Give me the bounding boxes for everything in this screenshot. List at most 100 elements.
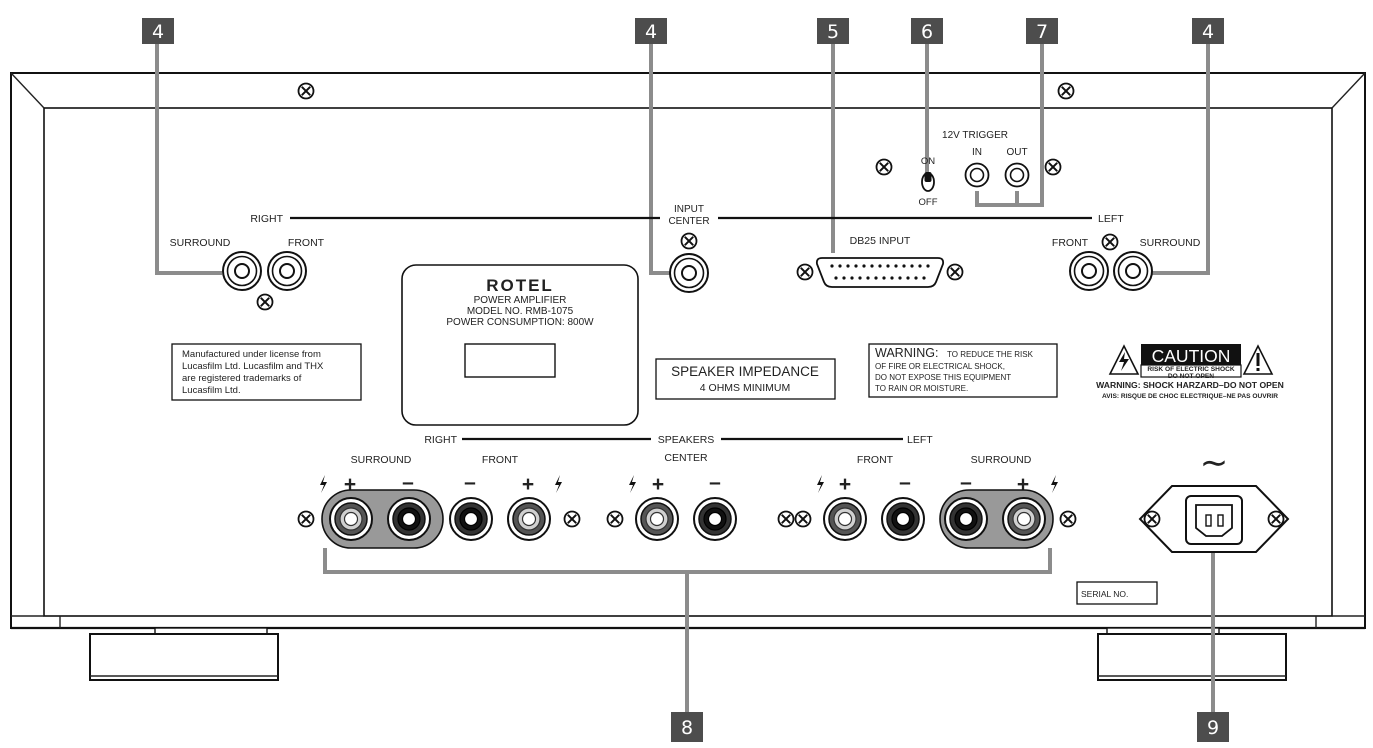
screw-icon (794, 510, 812, 528)
input-section: RIGHT LEFT INPUT CENTER SURROUND FRONT F… (170, 204, 1201, 311)
svg-text:SURROUND: SURROUND (170, 237, 231, 249)
binding-post-center-plus[interactable] (635, 497, 679, 541)
svg-text:4: 4 (1202, 21, 1214, 43)
callout-9: 9 (1197, 712, 1229, 742)
svg-text:SPEAKERS: SPEAKERS (658, 434, 715, 446)
svg-text:–: – (402, 471, 414, 494)
lightning-warning-icon (1108, 344, 1140, 375)
db25-pin (914, 276, 918, 280)
svg-text:SURROUND: SURROUND (971, 454, 1032, 466)
svg-text:4 OHMS MINIMUM: 4 OHMS MINIMUM (700, 382, 790, 394)
db25-pin (854, 264, 858, 268)
rca-center-input[interactable] (669, 253, 709, 293)
ac-inlet[interactable]: ∼ (1138, 444, 1290, 553)
svg-text:5: 5 (827, 21, 839, 43)
screw-icon (946, 263, 964, 281)
db25-pin (838, 264, 842, 268)
rca-right-surround-input[interactable] (222, 251, 262, 291)
db25-pin (830, 264, 834, 268)
binding-post-right-front-minus[interactable] (449, 497, 493, 541)
svg-text:FRONT: FRONT (1052, 237, 1089, 249)
db25-input[interactable]: DB25 INPUT (796, 235, 964, 288)
rca-left-surround-input[interactable] (1113, 251, 1153, 291)
db25-pin (878, 264, 882, 268)
callout-5: 5 (817, 18, 849, 44)
rotel-label-plate: ROTEL POWER AMPLIFIER MODEL NO. RMB-1075… (401, 264, 639, 426)
input-label: INPUT (674, 204, 704, 215)
db25-pin (842, 276, 846, 280)
input-left-label: LEFT (1098, 213, 1124, 225)
trigger-out-jack[interactable] (1004, 162, 1030, 188)
svg-text:CENTER: CENTER (664, 452, 708, 464)
screw-icon (1059, 510, 1077, 528)
speaker-section: RIGHT SPEAKERS LEFT SURROUND FRONT CENTE… (297, 434, 1077, 549)
screw-icon (796, 263, 814, 281)
screw-icon (1143, 510, 1161, 528)
svg-text:Manufactured under license fro: Manufactured under license from (182, 349, 321, 360)
rca-left-front-input[interactable] (1069, 251, 1109, 291)
input-center-label: CENTER (668, 216, 709, 227)
svg-text:FRONT: FRONT (482, 454, 519, 466)
svg-text:DO NOT EXPOSE THIS EQUIPMENT: DO NOT EXPOSE THIS EQUIPMENT (875, 373, 1011, 382)
db25-pin (886, 264, 890, 268)
binding-post-left-front-plus[interactable] (823, 497, 867, 541)
svg-text:–: – (464, 471, 476, 494)
screw-icon (1044, 158, 1062, 176)
power-mode-switch[interactable]: ON OFF (875, 156, 938, 208)
svg-text:+: + (839, 473, 851, 496)
svg-text:POWER AMPLIFIER: POWER AMPLIFIER (474, 295, 567, 306)
license-notice: Manufactured under license from Lucasfil… (171, 343, 362, 401)
exclamation-warning-icon (1242, 344, 1274, 375)
svg-text:TO REDUCE THE RISK: TO REDUCE THE RISK (947, 350, 1034, 359)
binding-post-left-surround-minus[interactable] (944, 497, 988, 541)
db25-pin (874, 276, 878, 280)
rotel-logo: ROTEL (486, 276, 554, 295)
binding-post-left-front-minus[interactable] (881, 497, 925, 541)
svg-text:9: 9 (1207, 717, 1219, 739)
svg-text:SERIAL NO.: SERIAL NO. (1081, 589, 1128, 599)
callout-7: 7 (1026, 18, 1058, 44)
svg-text:SURROUND: SURROUND (1140, 237, 1201, 249)
db25-pin (894, 264, 898, 268)
svg-text:4: 4 (645, 21, 657, 43)
svg-text:MODEL NO. RMB-1075: MODEL NO. RMB-1075 (467, 306, 574, 317)
trigger-in-jack[interactable] (964, 162, 990, 188)
svg-text:DO NOT OPEN: DO NOT OPEN (1168, 373, 1214, 380)
screw-icon (563, 510, 581, 528)
callout-6: 6 (911, 18, 943, 44)
db25-pin (890, 276, 894, 280)
svg-text:SURROUND: SURROUND (351, 454, 412, 466)
svg-text:RISK OF ELECTRIC SHOCK: RISK OF ELECTRIC SHOCK (1147, 366, 1234, 373)
svg-text:+: + (344, 473, 356, 496)
svg-text:Lucasfilm Ltd. Lucasfilm and: Lucasfilm Ltd. Lucasfilm and THX (182, 361, 324, 372)
callout-8: 8 (671, 712, 703, 742)
binding-post-right-surround-plus[interactable] (329, 497, 373, 541)
svg-text:WARNING: SHOCK HARZARD–DO NOT: WARNING: SHOCK HARZARD–DO NOT OPEN (1096, 380, 1284, 390)
binding-post-left-surround-plus[interactable] (1002, 497, 1046, 541)
right-foot (1097, 627, 1287, 681)
left-foot (89, 627, 279, 681)
callout-4-center: 4 (635, 18, 667, 44)
svg-text:are registered trademarks of: are registered trademarks of (182, 373, 302, 384)
binding-post-center-minus[interactable] (693, 497, 737, 541)
svg-text:–: – (709, 471, 721, 494)
svg-text:+: + (1017, 473, 1029, 496)
binding-post-right-front-plus[interactable] (507, 497, 551, 541)
db25-pin (922, 276, 926, 280)
svg-text:ON: ON (921, 156, 935, 167)
top-left-screw-icon (297, 82, 315, 100)
svg-text:SPEAKER IMPEDANCE: SPEAKER IMPEDANCE (671, 364, 819, 379)
db25-pin (882, 276, 886, 280)
top-right-screw-icon (1057, 82, 1075, 100)
db25-pin (906, 276, 910, 280)
svg-text:CAUTION: CAUTION (1152, 346, 1231, 366)
db25-pin (918, 264, 922, 268)
rca-right-front-input[interactable] (267, 251, 307, 291)
binding-post-right-surround-minus[interactable] (387, 497, 431, 541)
db25-pin (846, 264, 850, 268)
svg-text:–: – (960, 471, 972, 494)
db25-pin (870, 264, 874, 268)
callout-4-right: 4 (1192, 18, 1224, 44)
svg-text:TO RAIN OR MOISTURE.: TO RAIN OR MOISTURE. (875, 384, 968, 393)
